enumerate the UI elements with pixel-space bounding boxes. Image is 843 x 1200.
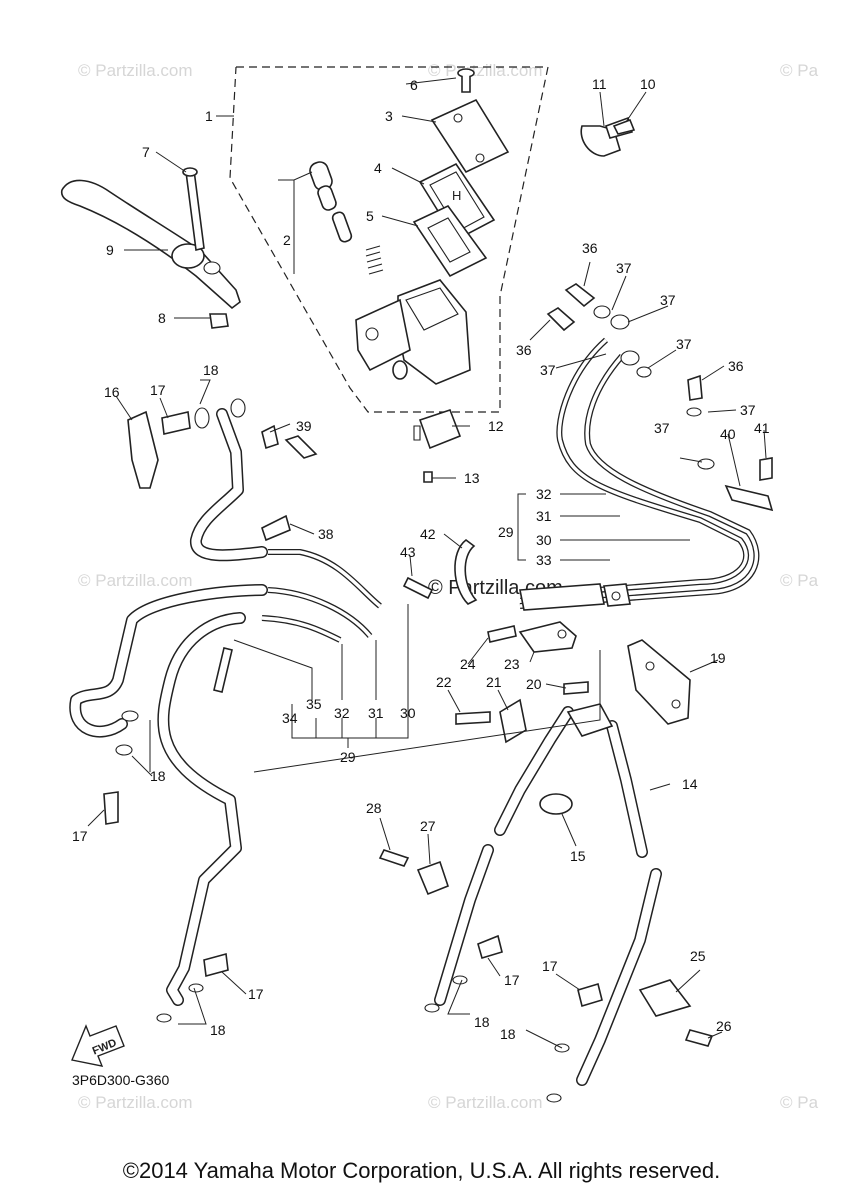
callout-18: 18 — [474, 1014, 490, 1030]
callout-41: 41 — [754, 420, 770, 436]
callout-32: 32 — [334, 705, 350, 721]
brake-hoses — [69, 408, 662, 1086]
callout-36: 36 — [728, 358, 744, 374]
leader-lines — [87, 77, 767, 1049]
callout-28: 28 — [366, 800, 382, 816]
brackets — [261, 484, 774, 1017]
callout-26: 26 — [716, 1018, 732, 1034]
diagram-code: 3P6D300-G360 — [72, 1072, 170, 1088]
callout-10: 10 — [640, 76, 656, 92]
callout-4: 4 — [374, 160, 382, 176]
callout-30: 30 — [400, 705, 416, 721]
callout-37: 37 — [676, 336, 692, 352]
reservoir-cap — [430, 98, 510, 174]
callout-labels: 1 2 3 4 5 6 7 8 9 10 11 12 13 14 15 16 1… — [72, 76, 770, 1042]
callout-7: 7 — [142, 144, 150, 160]
watermark-text: © Partzilla.com — [78, 571, 193, 590]
callout-11: 11 — [592, 76, 607, 92]
callout-17: 17 — [248, 986, 264, 1002]
callout-31: 31 — [368, 705, 384, 721]
callout-16: 16 — [104, 384, 120, 400]
callout-19: 19 — [710, 650, 726, 666]
callout-42: 42 — [420, 526, 436, 542]
callout-17: 17 — [72, 828, 88, 844]
callout-6: 6 — [410, 77, 418, 93]
watermark-text: © Partzilla.com — [428, 1093, 543, 1112]
callout-33: 33 — [536, 552, 552, 568]
callout-37: 37 — [540, 362, 556, 378]
callout-35: 35 — [306, 696, 322, 712]
watermark-text: © Pa — [780, 571, 819, 590]
callout-39: 39 — [296, 418, 312, 434]
forward-arrow-icon: FWD — [71, 1024, 125, 1067]
bolts — [103, 283, 773, 1103]
callout-14: 14 — [682, 776, 698, 792]
watermark-text: © Partzilla.com — [78, 1093, 193, 1112]
watermark-text: © Pa — [780, 1093, 819, 1112]
callout-25: 25 — [690, 948, 706, 964]
callout-22: 22 — [436, 674, 452, 690]
callout-29: 29 — [340, 749, 356, 765]
watermark-text: © Partzilla.com — [428, 61, 543, 80]
switch-screw — [423, 471, 433, 483]
callout-23: 23 — [504, 656, 520, 672]
callout-37: 37 — [740, 402, 756, 418]
callout-9: 9 — [106, 242, 114, 258]
watermark-text: © Partzilla.com — [78, 61, 193, 80]
callout-34: 34 — [282, 710, 298, 726]
callout-18: 18 — [210, 1022, 226, 1038]
master-cylinder-group: H — [229, 66, 549, 483]
callout-20: 20 — [526, 676, 542, 692]
piston-kit — [309, 161, 384, 275]
callout-5: 5 — [366, 208, 374, 224]
callout-37: 37 — [654, 420, 670, 436]
callout-37: 37 — [660, 292, 676, 308]
union-bolt-assembly — [127, 398, 246, 489]
callout-43: 43 — [400, 544, 416, 560]
callout-3: 3 — [385, 108, 393, 124]
callout-40: 40 — [720, 426, 736, 442]
callout-1: 1 — [205, 108, 213, 124]
callout-2: 2 — [283, 232, 291, 248]
callout-31: 31 — [536, 508, 552, 524]
callout-21: 21 — [486, 674, 502, 690]
callout-13: 13 — [464, 470, 480, 486]
brake-lever — [60, 167, 241, 329]
callout-32: 32 — [536, 486, 552, 502]
handlebar-holder — [580, 116, 636, 157]
brake-switch — [418, 408, 462, 450]
callout-18: 18 — [203, 362, 219, 378]
callout-15: 15 — [570, 848, 586, 864]
callout-38: 38 — [318, 526, 334, 542]
svg-text:H: H — [452, 188, 461, 203]
callout-30: 30 — [536, 532, 552, 548]
callout-17: 17 — [542, 958, 558, 974]
brake-pipes — [261, 337, 760, 643]
callout-29: 29 — [498, 524, 514, 540]
watermark-text: © Pa — [780, 61, 819, 80]
callout-17: 17 — [504, 972, 520, 988]
callout-8: 8 — [158, 310, 166, 326]
callout-36: 36 — [516, 342, 532, 358]
callout-37: 37 — [616, 260, 632, 276]
callout-18: 18 — [500, 1026, 516, 1042]
callout-27: 27 — [420, 818, 436, 834]
callout-12: 12 — [488, 418, 504, 434]
callout-17: 17 — [150, 382, 166, 398]
cap-screw — [457, 68, 475, 93]
callout-24: 24 — [460, 656, 476, 672]
callout-36: 36 — [582, 240, 598, 256]
copyright-notice: ©2014 Yamaha Motor Corporation, U.S.A. A… — [122, 1158, 721, 1183]
callout-18: 18 — [150, 768, 166, 784]
